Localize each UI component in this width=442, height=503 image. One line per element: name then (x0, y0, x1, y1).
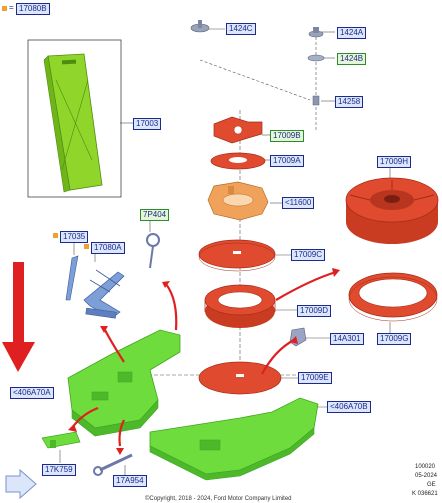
navigation-arrow-icon (5, 468, 37, 500)
part-17080A-jack (83, 269, 125, 319)
label-17009D[interactable]: 17009D (297, 305, 332, 317)
label-17003[interactable]: 17003 (133, 118, 162, 130)
part-17035-handle (65, 255, 79, 301)
label-1424B[interactable]: 1424B (337, 53, 367, 65)
part-17009C-cover (198, 239, 276, 272)
header-prefix: = (9, 3, 14, 12)
part-17003-tray (43, 53, 103, 193)
label-17009G[interactable]: 17009G (377, 333, 412, 345)
part-17009E-plate (198, 361, 282, 395)
part-17009B-retainer (213, 116, 263, 144)
part-1424C-bracket (190, 20, 210, 33)
part-17009D-ring (204, 284, 276, 328)
label-14A301[interactable]: 14A301 (330, 333, 364, 345)
arrow-heads (68, 268, 340, 455)
inset-frame (27, 39, 122, 198)
part-1424A-nut (308, 27, 324, 38)
label-17009H[interactable]: 17009H (377, 156, 412, 168)
part-11600-bracket (207, 181, 269, 221)
label-17035[interactable]: 17035 (60, 231, 89, 243)
meta-code-3: GE (427, 482, 436, 488)
label-14258[interactable]: 14258 (335, 96, 364, 108)
label-11600[interactable]: <11600 (282, 197, 315, 209)
label-17009A[interactable]: 17009A (270, 155, 304, 167)
label-1424C[interactable]: 1424C (226, 23, 256, 35)
label-17K759[interactable]: 17K759 (42, 464, 76, 476)
meta-code-4: K 036621 (412, 491, 438, 497)
label-17009C[interactable]: 17009C (291, 249, 326, 261)
part-406A70B-foam-tray (149, 397, 319, 481)
label-17A954[interactable]: 17A954 (113, 475, 147, 487)
part-17009A-washer (210, 152, 266, 170)
part-406A70A-foam-tray (67, 329, 181, 437)
meta-code-2: 05-2024 (415, 473, 438, 479)
part-14A301-clip (289, 327, 307, 347)
part-17K759-bracket (41, 431, 81, 449)
label-17035-marker-icon (53, 233, 58, 238)
header-marker-icon (2, 6, 7, 11)
part-17A954-wheel-wrench (93, 453, 133, 476)
part-1424B-washer (307, 54, 325, 62)
label-17080B[interactable]: 17080B (16, 3, 50, 15)
label-17009B[interactable]: 17009B (270, 130, 304, 142)
part-17009H-spare-carrier (345, 177, 439, 244)
part-7P404-eye-bolt (146, 233, 160, 269)
part-17009G-ring (348, 272, 438, 322)
label-406A70A[interactable]: <406A70A (10, 387, 54, 399)
label-1424A[interactable]: 1424A (337, 27, 367, 39)
label-17080A-marker-icon (84, 244, 89, 249)
meta-code-1: 100020 (415, 464, 436, 470)
label-7P404[interactable]: 7P404 (140, 209, 170, 221)
big-down-arrow (2, 262, 35, 372)
copyright-text: ©Copyright, 2018 - 2024, Ford Motor Comp… (145, 496, 292, 502)
label-406A70B[interactable]: <406A70B (327, 401, 371, 413)
label-17080A[interactable]: 17080A (91, 242, 125, 254)
label-17009E[interactable]: 17009E (298, 372, 332, 384)
part-14258-bolt (312, 95, 320, 106)
